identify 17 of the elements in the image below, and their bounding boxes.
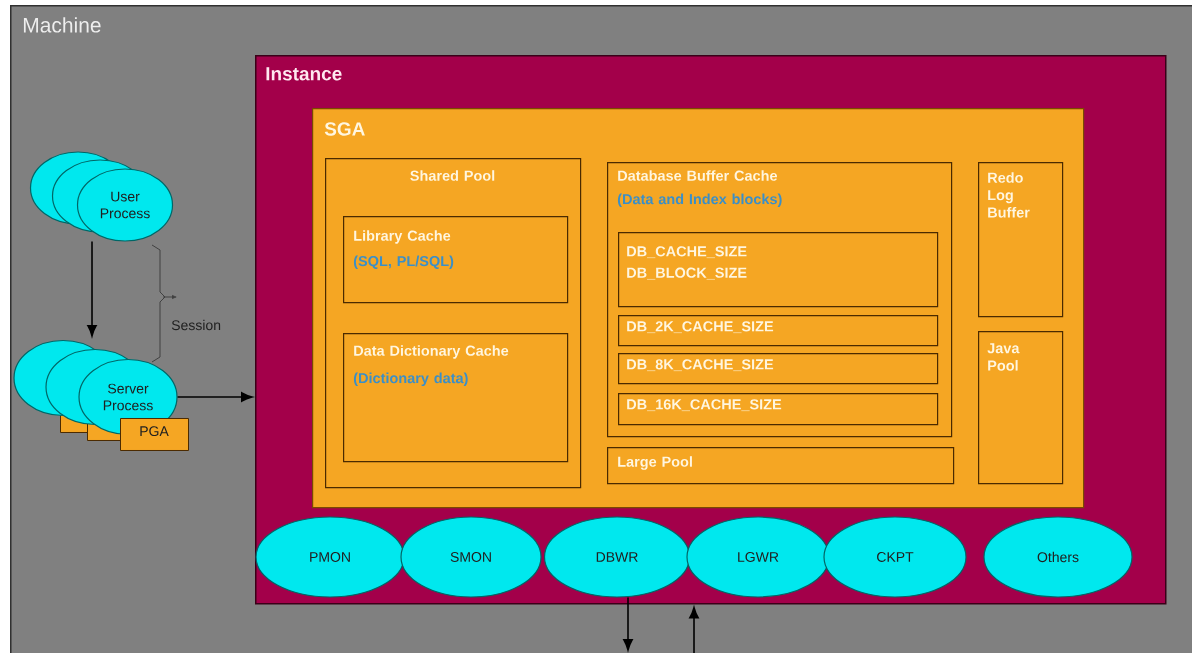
arrow: [623, 596, 633, 651]
memory-area-box: Large Pool: [607, 447, 955, 485]
process-ellipse-stack: User Process: [29, 151, 174, 242]
arrow: [87, 240, 97, 337]
parameter-box: DB_CACHE_SIZE DB_BLOCK_SIZE: [618, 232, 939, 308]
parameter-box: DB_2K_CACHE_SIZE: [618, 315, 939, 347]
memory-area-box: Data Dictionary Cache (Dictionary data): [343, 333, 569, 463]
parameter-box: DB_16K_CACHE_SIZE: [618, 393, 939, 426]
arrow: [689, 606, 699, 653]
arrow: [176, 392, 253, 402]
node-label: Server Process: [103, 383, 153, 411]
parameter-box: DB_8K_CACHE_SIZE: [618, 353, 939, 385]
memory-area-box: Java Pool: [978, 331, 1064, 485]
session-label: Session: [171, 319, 221, 331]
memory-area-box: Library Cache (SQL, PL/SQL): [343, 216, 569, 304]
pga-box: PGA: [120, 418, 189, 451]
memory-area-box: Redo Log Buffer: [978, 162, 1064, 318]
